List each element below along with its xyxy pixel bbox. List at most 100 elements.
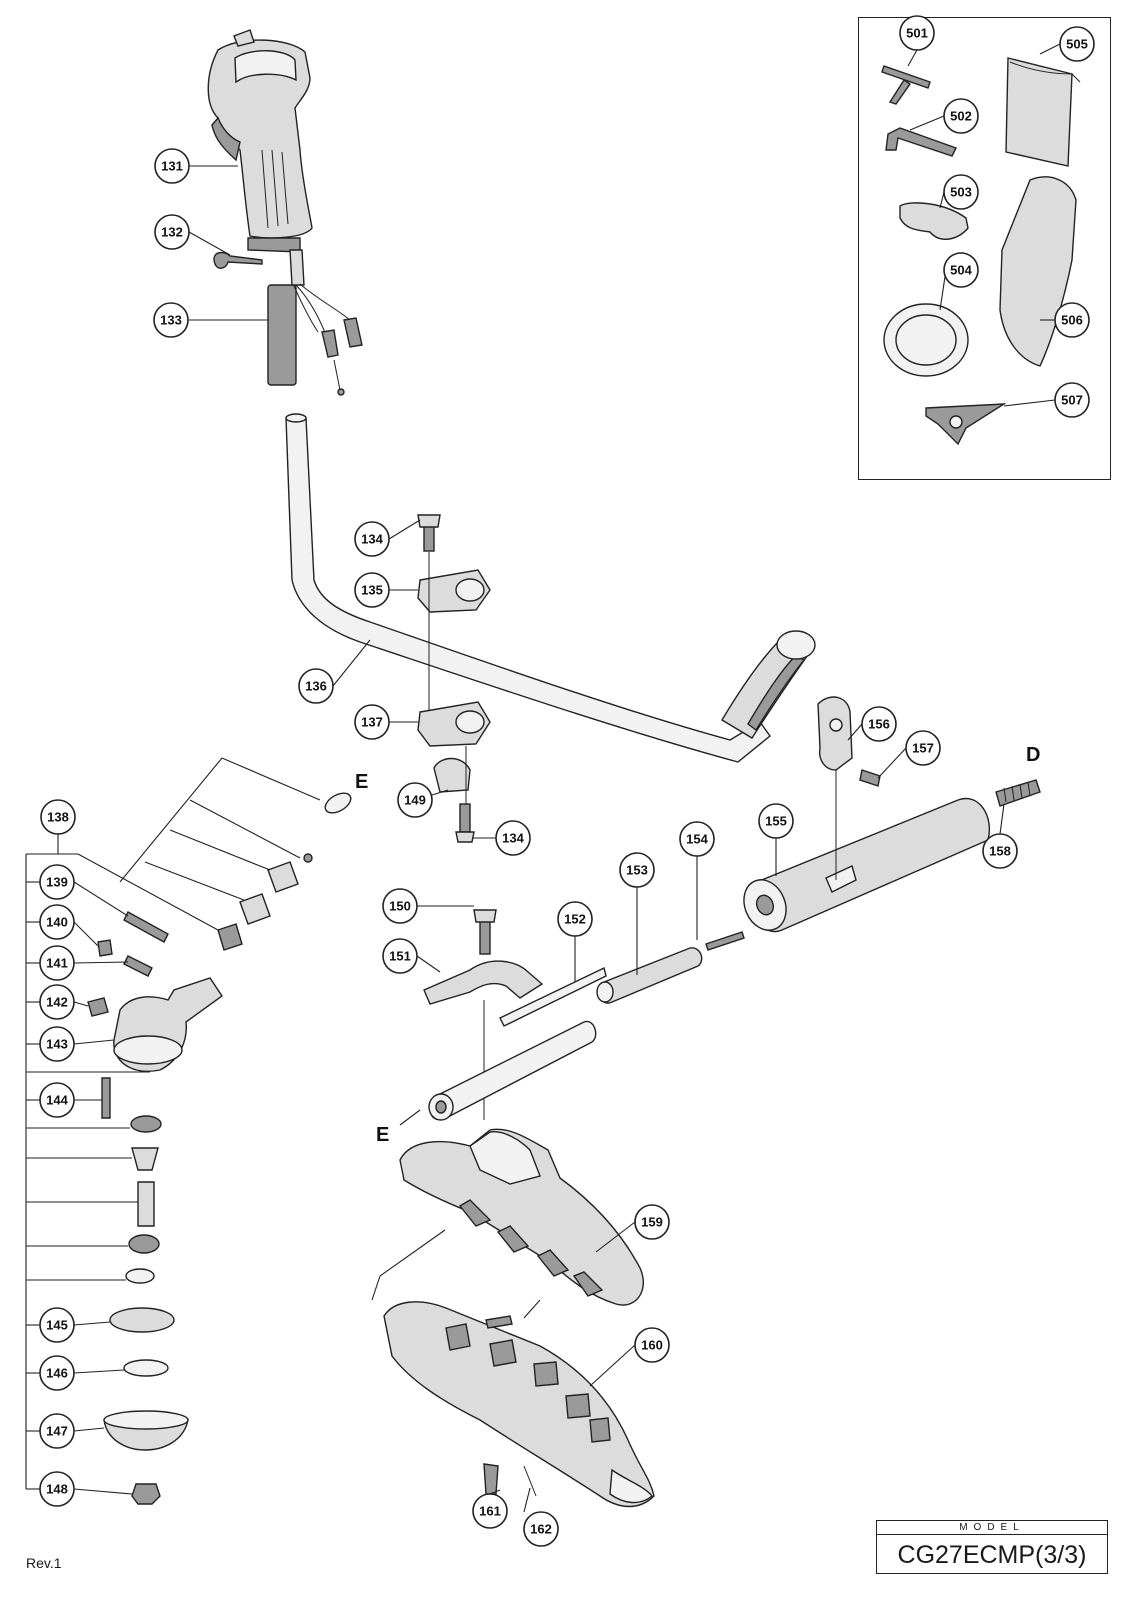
callout-507: 507 xyxy=(1054,382,1090,418)
callout-139: 139 xyxy=(39,864,75,900)
stop-wire-drawing xyxy=(213,251,263,269)
svg-text:146: 146 xyxy=(46,1366,68,1381)
upper-clamp-drawing xyxy=(417,514,491,613)
callout-502: 502 xyxy=(943,98,979,134)
drive-shaft-drawing xyxy=(596,931,745,1004)
callout-150: 150 xyxy=(382,888,418,924)
svg-text:136: 136 xyxy=(305,679,327,694)
revision-note: Rev.1 xyxy=(26,1555,62,1571)
callout-135: 135 xyxy=(354,572,390,608)
callout-160: 160 xyxy=(634,1327,670,1363)
callout-137: 137 xyxy=(354,704,390,740)
callout-503: 503 xyxy=(943,174,979,210)
callout-506: 506 xyxy=(1054,302,1090,338)
throttle-handle-drawing xyxy=(207,29,313,253)
svg-text:140: 140 xyxy=(46,915,68,930)
svg-text:502: 502 xyxy=(950,109,972,124)
callout-153: 153 xyxy=(619,852,655,888)
svg-text:156: 156 xyxy=(868,717,890,732)
callout-132: 132 xyxy=(154,214,190,250)
reference-letter-e-lower: E xyxy=(376,1124,389,1146)
svg-text:143: 143 xyxy=(46,1037,68,1052)
drive-sleeve-drawing xyxy=(743,779,1041,933)
svg-text:160: 160 xyxy=(641,1338,663,1353)
svg-text:162: 162 xyxy=(530,1522,552,1537)
bracket-drawing xyxy=(817,696,881,787)
svg-text:503: 503 xyxy=(950,185,972,200)
reference-letter-e-upper: E xyxy=(355,771,368,793)
pipe-clamp-drawing xyxy=(423,909,544,1005)
callout-134-lower: 134 xyxy=(495,820,531,856)
callout-147: 147 xyxy=(39,1413,75,1449)
svg-text:158: 158 xyxy=(989,844,1011,859)
callout-159: 159 xyxy=(634,1204,670,1240)
svg-text:139: 139 xyxy=(46,875,68,890)
svg-text:155: 155 xyxy=(765,814,787,829)
callout-157: 157 xyxy=(905,730,941,766)
callout-505: 505 xyxy=(1059,26,1095,62)
callout-133: 133 xyxy=(153,302,189,338)
upper-guard-drawing xyxy=(399,1128,645,1306)
reference-letter-d: D xyxy=(1026,744,1040,766)
svg-text:507: 507 xyxy=(1061,393,1083,408)
callout-156: 156 xyxy=(861,706,897,742)
callout-145: 145 xyxy=(39,1307,75,1343)
svg-text:150: 150 xyxy=(389,899,411,914)
callout-501: 501 xyxy=(899,15,935,51)
guard-bolt-161-drawing xyxy=(483,1463,499,1495)
callout-131: 131 xyxy=(154,148,190,184)
model-label: MODEL xyxy=(877,1521,1107,1535)
callout-158: 158 xyxy=(982,833,1018,869)
accessory-kit-frame xyxy=(858,17,1111,480)
svg-text:506: 506 xyxy=(1061,313,1083,328)
callout-144: 144 xyxy=(39,1082,75,1118)
svg-text:152: 152 xyxy=(564,912,586,927)
callout-136: 136 xyxy=(298,668,334,704)
model-number: CG27ECMP(3/3) xyxy=(897,1541,1087,1569)
svg-text:148: 148 xyxy=(46,1482,68,1497)
svg-text:161: 161 xyxy=(479,1504,501,1519)
guard-pin-162-drawing xyxy=(523,1465,537,1497)
svg-text:138: 138 xyxy=(47,810,69,825)
leader-lines xyxy=(25,43,1061,1513)
svg-text:131: 131 xyxy=(161,159,183,174)
accessory-drawings xyxy=(881,57,1081,446)
svg-text:132: 132 xyxy=(161,225,183,240)
callout-146: 146 xyxy=(39,1355,75,1391)
guard-screw-drawing xyxy=(485,1315,513,1329)
svg-text:137: 137 xyxy=(361,715,383,730)
svg-text:501: 501 xyxy=(906,26,928,41)
callout-504: 504 xyxy=(943,252,979,288)
svg-text:151: 151 xyxy=(389,949,411,964)
callout-152: 152 xyxy=(557,901,593,937)
callout-161: 161 xyxy=(472,1493,508,1529)
svg-text:133: 133 xyxy=(160,313,182,328)
lower-guard-drawing xyxy=(383,1301,655,1508)
svg-text:135: 135 xyxy=(361,583,383,598)
main-shaft-drawing xyxy=(428,1020,597,1121)
svg-text:504: 504 xyxy=(950,263,972,278)
callout-148: 148 xyxy=(39,1471,75,1507)
svg-text:145: 145 xyxy=(46,1318,68,1333)
svg-text:134: 134 xyxy=(502,831,524,846)
callout-155: 155 xyxy=(758,803,794,839)
svg-text:147: 147 xyxy=(46,1424,68,1439)
liner-drawing xyxy=(499,966,607,1027)
svg-text:153: 153 xyxy=(626,863,648,878)
callout-149: 149 xyxy=(397,782,433,818)
callout-162: 162 xyxy=(523,1511,559,1547)
lower-clamp-drawing xyxy=(417,701,491,843)
model-title-block: MODEL CG27ECMP(3/3) xyxy=(876,1520,1108,1574)
svg-text:159: 159 xyxy=(641,1215,663,1230)
callout-154: 154 xyxy=(679,821,715,857)
handlebar-pipe-drawing xyxy=(285,413,816,763)
callout-138: 138 xyxy=(40,799,76,835)
throttle-cable-drawing xyxy=(267,249,363,396)
callout-140: 140 xyxy=(39,904,75,940)
svg-text:157: 157 xyxy=(912,741,934,756)
gear-head-drawing xyxy=(87,792,352,1505)
callout-134-upper: 134 xyxy=(354,521,390,557)
callout-151: 151 xyxy=(382,938,418,974)
svg-text:505: 505 xyxy=(1066,37,1088,52)
